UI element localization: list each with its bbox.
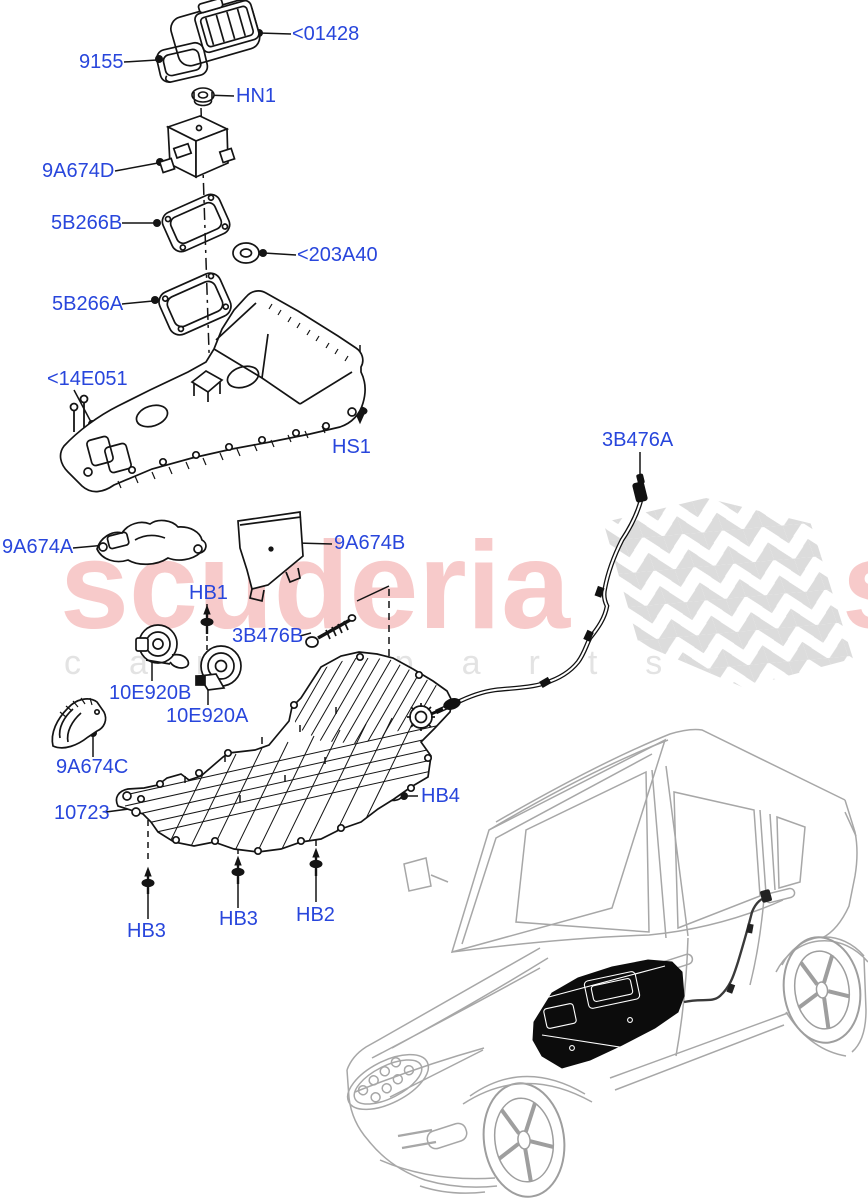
part-203a40-washer-drawing [232,242,260,264]
bolt-hb1-drawing [200,604,214,634]
part-label-hb4[interactable]: HB4 [421,785,460,807]
part-label-9a674c[interactable]: 9A674C [56,756,129,778]
part-14e051-assembly-drawing [59,290,366,493]
part-10e920a-mount-drawing [195,645,242,691]
brand-watermark-partial: sc [842,524,868,648]
part-label-203a40[interactable]: <203A40 [297,244,378,266]
part-label-10e920a[interactable]: 10E920A [166,705,249,727]
assembly-left-studs [69,394,89,432]
part-9a674c-bracket-drawing [51,697,107,749]
part-label-10723[interactable]: 10723 [54,802,110,824]
part-3b476b-screw-drawing [305,614,357,648]
part-label-3b476b[interactable]: 3B476B [232,625,304,647]
part-label-9a674b[interactable]: 9A674B [334,532,406,554]
bolt-hb2-drawing [309,847,323,876]
part-label-9a674d[interactable]: 9A674D [42,160,115,182]
part-label-hs1[interactable]: HS1 [332,436,371,458]
tray-grommet [407,703,435,731]
rear-wheel [782,936,862,1044]
part-5b266a-gasket-drawing [158,272,232,336]
part-9155-gasket-drawing [155,41,209,84]
nut-hn1-drawing [191,87,215,107]
part-label-9155[interactable]: 9155 [79,51,124,73]
part-label-3b476a[interactable]: 3B476A [602,429,674,451]
part-10e920b-mount-drawing [135,624,190,669]
part-01428-cover-drawing [170,0,261,67]
part-label-hn1[interactable]: HN1 [236,85,277,107]
bolt-hb3-second-drawing [231,855,245,884]
battery-pack-location [532,889,772,1069]
bolt-hb3-first-drawing [141,866,155,894]
part-label-01428[interactable]: <01428 [292,23,360,45]
part-label-hb1[interactable]: HB1 [189,582,228,604]
part-9a674a-cover-drawing [96,519,207,566]
vehicle-location-illustration [346,728,868,1198]
part-label-5b266b[interactable]: 5B266B [51,212,123,234]
part-5b266b-gasket-drawing [161,193,231,253]
part-label-10e920b[interactable]: 10E920B [109,682,192,704]
part-label-hb3-second[interactable]: HB3 [219,908,258,930]
front-wheel [482,1082,566,1198]
part-label-hb3-first[interactable]: HB3 [127,920,166,942]
part-label-5b266a[interactable]: 5B266A [52,293,124,315]
part-label-14e051[interactable]: <14E051 [47,368,128,390]
part-9a674b-panel-drawing [237,511,304,603]
part-label-hb2[interactable]: HB2 [296,904,335,926]
assembly-center-bracket [190,369,224,402]
part-label-9a674a[interactable]: 9A674A [2,536,74,558]
grille [346,1053,430,1111]
part-10723-tray-drawing [115,651,453,856]
part-3b476a-cable-drawing [430,473,648,716]
part-9a674d-module-drawing [158,115,236,179]
